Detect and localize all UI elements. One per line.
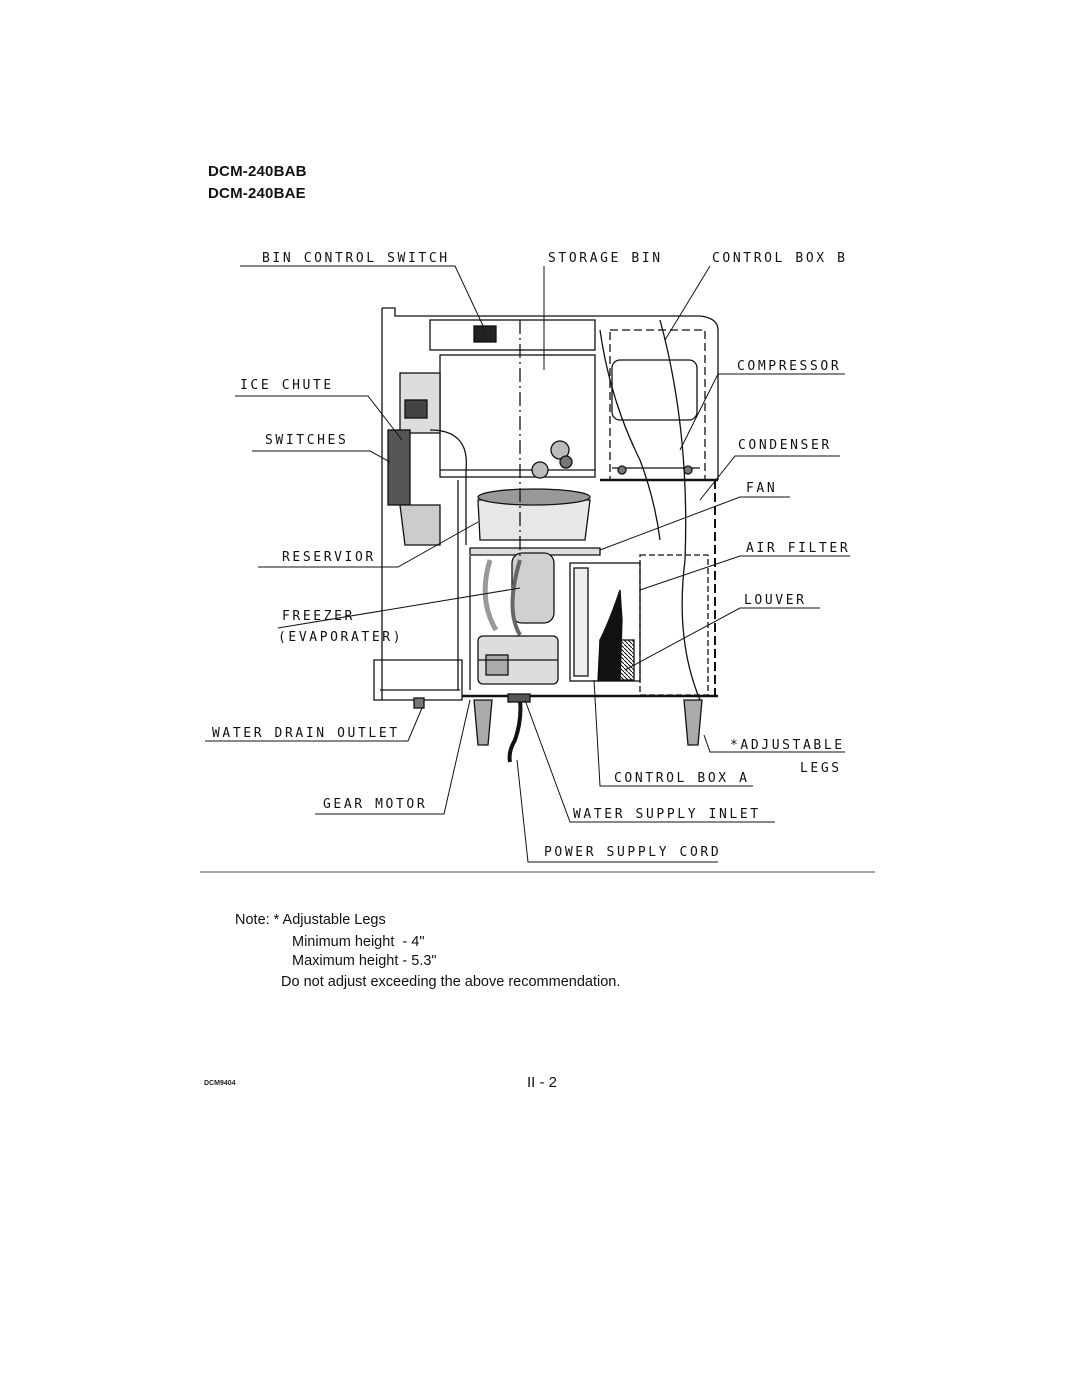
label-adjustable: *ADJUSTABLE: [730, 738, 845, 753]
air-filter-panel: [639, 554, 709, 696]
label-freezer: FREEZER: [282, 609, 355, 624]
leader-compressor: [679, 373, 845, 451]
valve-2: [531, 461, 549, 479]
control-box-b: [609, 329, 706, 481]
reservoir: [477, 499, 591, 541]
label-control-box-b: CONTROL BOX B: [712, 251, 848, 266]
model-title-2: DCM-240BAE: [208, 185, 306, 202]
machine-drawing: [373, 307, 719, 763]
leader-reservior: [258, 521, 479, 568]
leader-water-drain: [205, 707, 423, 742]
label-reservior: RESERVIOR: [282, 550, 376, 565]
label-control-box-a: CONTROL BOX A: [614, 771, 750, 786]
label-evaporater: (EVAPORATER): [278, 630, 403, 645]
cabinet-outline: [382, 307, 719, 480]
doc-code: DCM9404: [204, 1080, 236, 1087]
label-ice-chute: ICE CHUTE: [240, 378, 334, 393]
leader-adjustable: [703, 734, 845, 753]
label-compressor: COMPRESSOR: [737, 359, 841, 374]
leader-air-filter: [639, 555, 850, 591]
leader-gear-motor: [315, 699, 471, 815]
label-bin-control-switch: BIN CONTROL SWITCH: [262, 251, 450, 266]
note-line-1: Note: * Adjustable Legs: [235, 912, 386, 928]
label-air-filter: AIR FILTER: [746, 541, 850, 556]
leader-lines: [200, 265, 875, 873]
leader-switches: [252, 450, 391, 463]
drain-pan: [373, 659, 463, 701]
leader-louver: [624, 607, 820, 671]
power-cord: [507, 699, 523, 763]
leader-power-cord: [516, 759, 718, 863]
label-gear-motor: GEAR MOTOR: [323, 797, 427, 812]
label-fan: FAN: [746, 481, 777, 496]
page-number: II - 2: [527, 1074, 558, 1091]
leg-left: [473, 699, 493, 746]
leader-water-supply: [524, 699, 775, 823]
leader-condenser: [699, 455, 840, 501]
leader-fan: [599, 496, 790, 551]
switches-box: [387, 429, 411, 506]
model-title-1: DCM-240BAB: [208, 163, 307, 180]
note-line-4: Do not adjust exceeding the above recomm…: [281, 974, 621, 990]
label-water-supply-inlet: WATER SUPPLY INLET: [573, 807, 761, 822]
top-panel: [429, 319, 596, 351]
note-line-3: Maximum height - 5.3": [292, 953, 437, 969]
label-louver: LOUVER: [744, 593, 807, 608]
bin-switch-box: [473, 325, 497, 343]
note-line-2: Minimum height - 4": [292, 934, 425, 950]
control-box-a: [569, 562, 641, 682]
leg-right: [683, 699, 703, 746]
leader-freezer: [277, 587, 521, 629]
label-switches: SWITCHES: [265, 433, 348, 448]
label-storage-bin: STORAGE BIN: [548, 251, 663, 266]
label-condenser: CONDENSER: [738, 438, 832, 453]
leader-bin-control-switch: [240, 265, 486, 331]
leader-control-box-b: [664, 265, 711, 341]
leader-ice-chute: [235, 395, 403, 441]
leader-control-box-a: [593, 679, 753, 787]
label-legs: LEGS: [800, 761, 842, 776]
label-power-supply-cord: POWER SUPPLY CORD: [544, 845, 721, 860]
valve-1: [550, 440, 570, 460]
label-water-drain-outlet: WATER DRAIN OUTLET: [212, 726, 400, 741]
